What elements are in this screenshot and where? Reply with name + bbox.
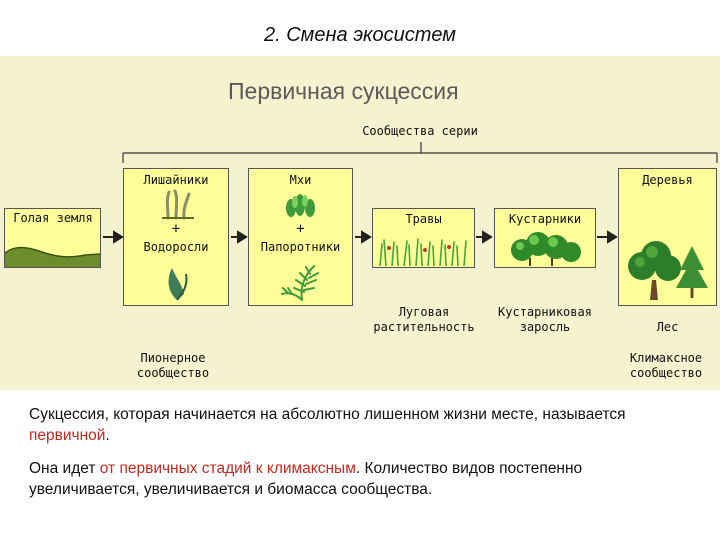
- algae-icon: [168, 268, 188, 301]
- caption-scrub-2: заросль: [519, 320, 571, 334]
- diagram-panel: [0, 56, 720, 390]
- plus-2: +: [296, 221, 305, 237]
- grasses-label: Травы: [405, 212, 442, 226]
- trees-label: Деревья: [642, 173, 693, 187]
- p2-text: Она идет: [29, 460, 100, 477]
- p1-end: .: [105, 427, 110, 444]
- series-label: Сообщества серии: [362, 124, 478, 138]
- algae-label: Водоросли: [143, 240, 209, 254]
- grass-icon: [379, 238, 467, 266]
- plus-1: +: [171, 221, 181, 237]
- moss-icon: [286, 194, 315, 217]
- caption-meadow-2: растительность: [373, 320, 475, 334]
- flow-arrows: [103, 230, 618, 244]
- bare-ground-illustration: [5, 246, 100, 267]
- p1-text: Сукцессия, которая начинается на абсолют…: [29, 406, 626, 423]
- body-text: Сукцессия, которая начинается на абсолют…: [29, 404, 689, 512]
- p2-end: . Количество видов постепенно увеличивае…: [29, 460, 583, 498]
- caption-climax-1: Климаксное: [629, 351, 703, 365]
- paragraph-2: Она идет от первичных стадий к климаксны…: [29, 458, 689, 500]
- tree-icon: [628, 241, 708, 300]
- paragraph-1: Сукцессия, которая начинается на абсолют…: [29, 404, 689, 446]
- mosses-label: Мхи: [289, 173, 312, 187]
- caption-forest: Лес: [656, 320, 679, 334]
- diagram-title: Первичная сукцессия: [228, 78, 459, 104]
- p1-highlight: первичной: [29, 427, 106, 444]
- bare-ground-label: Голая земля: [13, 211, 93, 225]
- caption-meadow-1: Луговая: [398, 305, 450, 319]
- fern-icon: [281, 265, 319, 301]
- shrub-icon: [511, 232, 581, 266]
- caption-pioneer-2: сообщество: [136, 366, 210, 380]
- slide-title: 2. Смена экосистем: [264, 24, 456, 46]
- lichen-icon: [162, 189, 194, 220]
- p2-highlight: от первичных стадий к климаксным: [99, 460, 356, 477]
- caption-climax-2: сообщество: [629, 366, 703, 380]
- caption-scrub-1: Кустарниковая: [498, 305, 592, 319]
- ferns-label: Папоротники: [260, 240, 341, 254]
- shrubs-label: Кустарники: [508, 212, 582, 226]
- lichens-label: Лишайники: [143, 173, 209, 187]
- caption-pioneer-1: Пионерное: [140, 351, 206, 365]
- stage-bare-ground: [4, 208, 101, 268]
